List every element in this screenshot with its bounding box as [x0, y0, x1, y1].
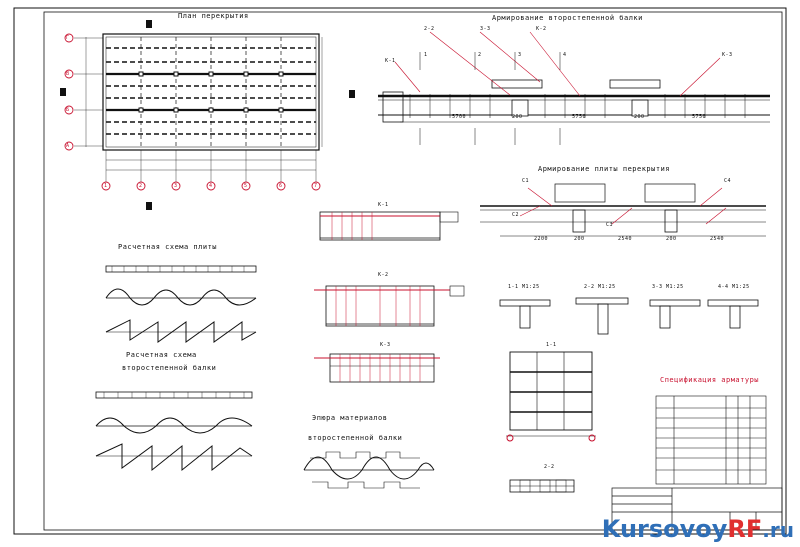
beam-dim-1: 5700: [452, 114, 467, 120]
axis-label-7: 7: [314, 183, 318, 189]
axis-label-3: 3: [174, 183, 178, 189]
section-mark-3: 3: [518, 52, 522, 58]
beam-dim-4: 200: [634, 114, 645, 120]
frame-k3-title: К-3: [380, 342, 391, 348]
elevation-view: [506, 351, 596, 442]
slab-dim-3: 2540: [618, 236, 633, 242]
axis-label-2: 2: [139, 183, 143, 189]
section-mark-3-3: 3-3: [480, 26, 491, 32]
beam-dim-5: 5750: [692, 114, 707, 120]
site-watermark: KursovoyRF.ru: [602, 515, 794, 543]
axis-label-6: 6: [279, 183, 283, 189]
frame-label-k2: К-2: [536, 26, 547, 32]
section-3-3-label: 3-3 М1:25: [652, 284, 684, 290]
beam-design-scheme-title-line1: Расчетная схема: [126, 351, 197, 359]
axis-label-5: 5: [244, 183, 248, 189]
frame-label-k3: К-3: [722, 52, 733, 58]
mesh-label-c4: С4: [724, 178, 732, 184]
beam-dim-3: 5750: [572, 114, 587, 120]
slab-dim-4: 200: [666, 236, 677, 242]
material-diagram: [303, 451, 435, 489]
inner-frame: [43, 11, 783, 531]
axis-label-a: А: [66, 143, 70, 149]
frame-k1-title: К-1: [378, 202, 389, 208]
axis-label-g: Г: [66, 35, 70, 41]
section-mark-2-2: 2-2: [424, 26, 435, 32]
floor-plan: [60, 20, 355, 210]
slab-design-scheme: [105, 265, 257, 343]
beam-reinforcement-title: Армирование второстепенной балки: [492, 14, 643, 22]
frame-drawings: [314, 211, 465, 383]
sheet-border: [13, 7, 787, 535]
material-diagram-title-line1: Эпюра материалов: [312, 414, 388, 422]
beam-design-scheme-title-line2: второстепенной балки: [122, 364, 217, 372]
watermark-part2: RF: [727, 515, 763, 543]
material-diagram-title-line2: второстепенной балки: [308, 434, 403, 442]
frame-label-k1: К-1: [385, 58, 396, 64]
section-mark-2: 2: [478, 52, 482, 58]
beam-reinforcement-drawing: [378, 31, 770, 145]
section-mark-4: 4: [563, 52, 567, 58]
slab-dim-5: 2540: [710, 236, 725, 242]
beam-dim-2: 200: [512, 114, 523, 120]
spec-table: [655, 395, 767, 485]
slab-reinforcement-drawing: [480, 183, 766, 237]
section-2-2-label: 2-2 М1:25: [584, 284, 616, 290]
axis-label-b: Б: [66, 107, 70, 113]
section-1-1-label: 1-1 М1:25: [508, 284, 540, 290]
section-mark-1: 1: [424, 52, 428, 58]
axis-label-4: 4: [209, 183, 213, 189]
watermark-part3: .ru: [762, 518, 794, 542]
title-block: [611, 487, 783, 531]
axis-label-v: В: [66, 71, 70, 77]
beam-design-scheme: [95, 391, 253, 472]
mesh-label-c3: С3: [606, 222, 614, 228]
axis-label-1: 1: [104, 183, 108, 189]
section-4-4-label: 4-4 М1:25: [718, 284, 750, 290]
cross-sections: [499, 297, 759, 335]
elevation-label: 1-1: [546, 342, 557, 348]
mesh-label-c2: С2: [512, 212, 520, 218]
plan-title: План перекрытия: [178, 12, 249, 20]
slab-dim-1: 2200: [534, 236, 549, 242]
slab-dim-2: 200: [574, 236, 585, 242]
spec-title: Спецификация арматуры: [660, 376, 760, 384]
frame-k2-title: К-2: [378, 272, 389, 278]
watermark-part1: Kursovoy: [601, 515, 728, 543]
detail-view: [509, 479, 575, 493]
slab-design-scheme-title: Расчетная схема плиты: [118, 243, 218, 251]
detail-label: 2-2: [544, 464, 555, 470]
slab-reinforcement-title: Армирование плиты перекрытия: [538, 165, 671, 173]
mesh-label-c1: С1: [522, 178, 530, 184]
plan-axis-bubbles: [64, 33, 321, 191]
